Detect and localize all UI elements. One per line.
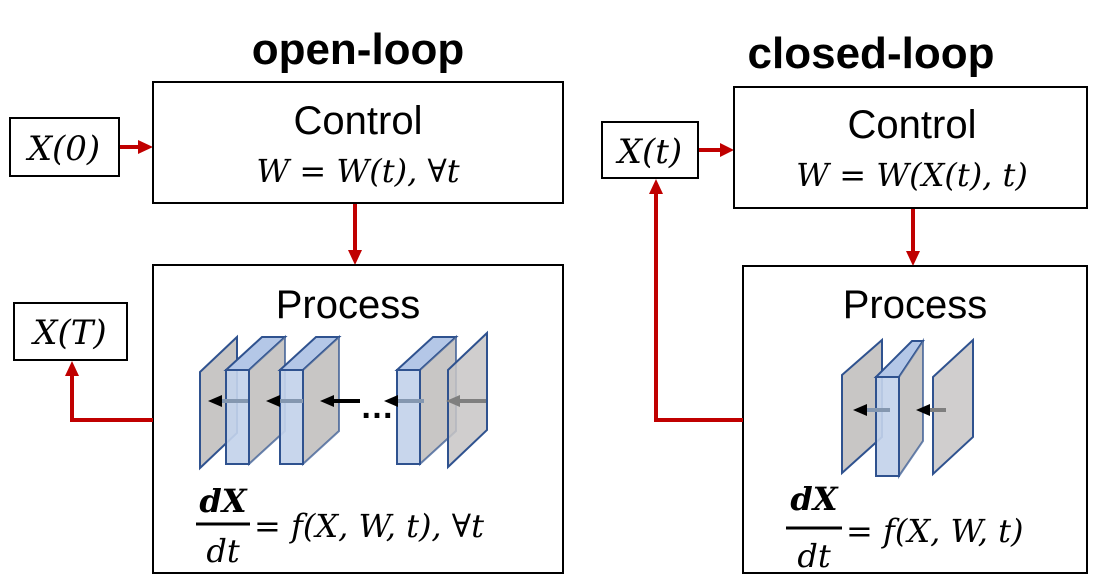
closed-process-equation: dX dt = f(X, W, t) — [786, 480, 1023, 575]
open-layer-stack: … — [199, 330, 488, 471]
flow-arrow-2-icon — [266, 395, 280, 407]
closed-loop-title: closed-loop — [748, 29, 995, 78]
open-control-label: Control — [294, 99, 423, 143]
feedback-arrow-line — [654, 193, 743, 422]
closed-input-arrow-head-icon — [720, 143, 734, 157]
flow-arrow-4-icon — [384, 395, 398, 407]
open-control-box — [152, 81, 564, 204]
open-loop-panel: open-loop X(0) Control W = W(t), ∀t Proc… — [9, 25, 564, 574]
open-eq-rhs: = f(X, W, t), ∀t — [254, 507, 484, 545]
closed-flow-arrow-1-icon — [853, 404, 867, 416]
layer-slab-3-front — [396, 369, 421, 465]
output-arrow-line — [70, 375, 153, 422]
open-control-equation: W = W(t), ∀t — [256, 152, 459, 190]
open-eq-denominator: dt — [206, 532, 239, 570]
closed-layer-slab-front — [875, 376, 900, 477]
open-loop-title: open-loop — [252, 25, 465, 74]
closed-layer-stack — [841, 337, 974, 480]
closed-eq-denominator: dt — [797, 537, 830, 575]
feedback-arrow-head-icon — [649, 179, 663, 194]
closed-loop-panel: closed-loop X(t) Control W = W(X(t), t) … — [601, 29, 1088, 575]
current-state-box — [601, 121, 699, 179]
closed-eq-numerator: dX — [790, 480, 838, 518]
control-to-process-head-icon — [348, 250, 362, 265]
final-state-label: X(T) — [30, 313, 106, 353]
closed-eq-rhs: = f(X, W, t) — [846, 512, 1023, 550]
closed-process-label: Process — [843, 283, 988, 327]
initial-state-label: X(0) — [25, 129, 100, 169]
closed-feature-plane-2 — [932, 337, 974, 477]
open-process-label: Process — [276, 283, 421, 327]
flow-arrows — [208, 395, 486, 407]
closed-flow-arrow-2-icon — [916, 404, 930, 416]
closed-control-box — [733, 86, 1088, 209]
closed-control-to-process-head-icon — [906, 251, 920, 266]
final-state-box — [13, 302, 128, 361]
layer-slab-1-front — [225, 369, 250, 465]
layer-ellipsis: … — [360, 388, 394, 426]
closed-control-label: Control — [848, 103, 977, 147]
initial-state-box — [9, 117, 120, 177]
output-arrow-head-icon — [65, 361, 79, 376]
flow-arrow-5-icon — [446, 395, 460, 407]
layer-slab-2-front — [279, 369, 304, 465]
input-arrow-head-icon — [138, 140, 153, 154]
open-process-equation: dX dt = f(X, W, t), ∀t — [196, 482, 484, 570]
current-state-label: X(t) — [615, 132, 682, 172]
open-eq-numerator: dX — [199, 482, 247, 520]
flow-arrow-1-icon — [208, 395, 222, 407]
flow-arrow-3-icon — [320, 395, 334, 407]
closed-control-equation: W = W(X(t), t) — [796, 156, 1028, 194]
